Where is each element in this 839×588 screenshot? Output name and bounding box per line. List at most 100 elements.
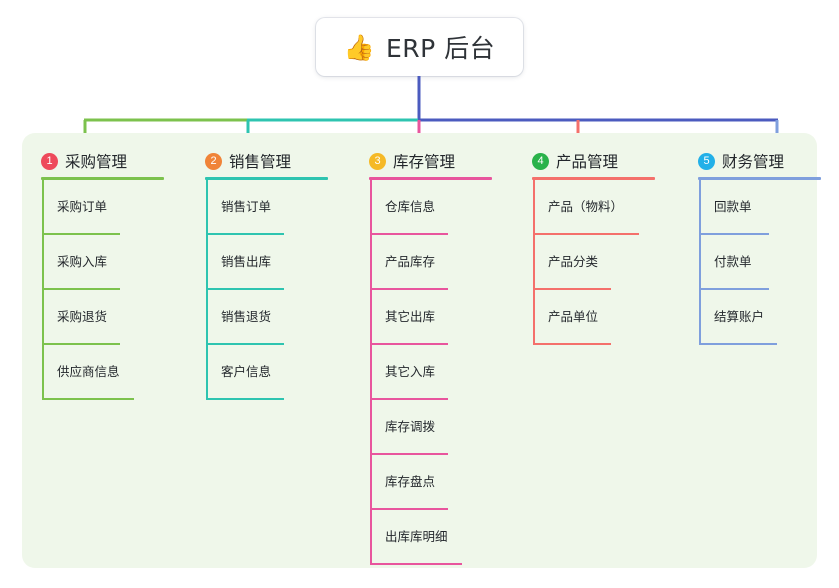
leaf-item[interactable]: 产品（物料） (513, 180, 673, 235)
leaf-item[interactable]: 产品单位 (513, 290, 673, 345)
leaf-rule (206, 343, 284, 345)
leaf-label: 出库库明细 (385, 529, 448, 544)
leaf-item[interactable]: 客户信息 (186, 345, 346, 400)
leaf-rule (699, 288, 769, 290)
leaf-label: 付款单 (714, 254, 752, 269)
leaf-item[interactable]: 库存盘点 (350, 455, 514, 510)
leaf-rule (42, 398, 134, 400)
branch-spine-4 (533, 180, 535, 345)
branch-spine-5 (699, 180, 701, 345)
column-badge-2: 2 (205, 152, 222, 170)
column-title-2: 销售管理 (229, 153, 292, 171)
column-branch-3: 仓库信息产品库存其它出库其它入库库存调拨库存盘点出库库明细 (350, 180, 514, 565)
leaf-label: 产品（物料） (548, 199, 624, 214)
leaf-label: 采购退货 (57, 309, 108, 324)
leaf-rule (699, 343, 777, 345)
column-title-3: 库存管理 (393, 153, 456, 171)
leaf-item[interactable]: 采购订单 (22, 180, 182, 235)
column-branch-2: 销售订单销售出库销售退货客户信息 (186, 180, 346, 400)
leaf-rule (370, 343, 448, 345)
column-3: 3 库存管理仓库信息产品库存其它出库其它入库库存调拨库存盘点出库库明细 (350, 145, 514, 565)
leaf-label: 采购入库 (57, 254, 108, 269)
column-4: 4 产品管理产品（物料） 产品分类产品单位 (513, 145, 673, 345)
leaf-label: 其它入库 (385, 364, 436, 379)
leaf-item[interactable]: 出库库明细 (350, 510, 514, 565)
root-node[interactable]: 👍 ERP 后台 (316, 18, 523, 76)
column-header-3[interactable]: 3 库存管理 (350, 145, 514, 177)
leaf-item[interactable]: 采购入库 (22, 235, 182, 290)
column-badge-3: 3 (369, 152, 386, 170)
column-5: 5 财务管理回款单付款单结算账户 (679, 145, 839, 345)
leaf-rule (533, 233, 639, 235)
branch-spine-1 (42, 180, 44, 400)
leaf-label: 回款单 (714, 199, 752, 214)
column-head-rule-2 (205, 177, 328, 180)
leaf-rule (370, 233, 448, 235)
leaf-item[interactable]: 回款单 (679, 180, 839, 235)
column-head-rule-1 (41, 177, 164, 180)
column-branch-4: 产品（物料） 产品分类产品单位 (513, 180, 673, 345)
column-header-1[interactable]: 1 采购管理 (22, 145, 182, 177)
leaf-item[interactable]: 库存调拨 (350, 400, 514, 455)
leaf-rule (370, 288, 448, 290)
leaf-label: 库存调拨 (385, 419, 436, 434)
leaf-rule (699, 233, 769, 235)
leaf-item[interactable]: 销售出库 (186, 235, 346, 290)
column-badge-5: 5 (698, 152, 715, 170)
leaf-rule (370, 453, 448, 455)
leaf-rule (42, 288, 120, 290)
leaf-item[interactable]: 其它入库 (350, 345, 514, 400)
leaf-rule (370, 563, 462, 565)
leaf-rule (42, 233, 120, 235)
leaf-item[interactable]: 销售退货 (186, 290, 346, 345)
column-title-4: 产品管理 (556, 153, 619, 171)
leaf-item[interactable]: 产品库存 (350, 235, 514, 290)
leaf-label: 销售退货 (221, 309, 272, 324)
column-head-rule-3 (369, 177, 492, 180)
leaf-label: 产品单位 (548, 309, 599, 324)
leaf-rule (533, 288, 611, 290)
leaf-item[interactable]: 供应商信息 (22, 345, 182, 400)
leaf-label: 库存盘点 (385, 474, 436, 489)
column-branch-1: 采购订单采购入库采购退货供应商信息 (22, 180, 182, 400)
leaf-item[interactable]: 产品分类 (513, 235, 673, 290)
leaf-item[interactable]: 结算账户 (679, 290, 839, 345)
column-title-1: 采购管理 (65, 153, 128, 171)
leaf-label: 客户信息 (221, 364, 272, 379)
column-title-5: 财务管理 (722, 153, 785, 171)
branch-spine-3 (370, 180, 372, 565)
root-title: ERP 后台 (385, 34, 496, 63)
leaf-rule (370, 508, 448, 510)
leaf-label: 采购订单 (57, 199, 108, 214)
column-1: 1 采购管理采购订单采购入库采购退货供应商信息 (22, 145, 182, 400)
column-header-5[interactable]: 5 财务管理 (679, 145, 839, 177)
column-2: 2 销售管理销售订单销售出库销售退货客户信息 (186, 145, 346, 400)
leaf-rule (533, 343, 611, 345)
leaf-rule (206, 233, 284, 235)
leaf-item[interactable]: 其它出库 (350, 290, 514, 345)
leaf-label: 供应商信息 (57, 364, 120, 379)
column-branch-5: 回款单付款单结算账户 (679, 180, 839, 345)
leaf-rule (42, 343, 120, 345)
column-header-4[interactable]: 4 产品管理 (513, 145, 673, 177)
leaf-label: 仓库信息 (385, 199, 436, 214)
leaf-rule (206, 288, 284, 290)
diagram-panel (22, 133, 817, 568)
column-head-rule-4 (532, 177, 655, 180)
leaf-label: 销售订单 (221, 199, 272, 214)
column-badge-1: 1 (41, 152, 58, 170)
leaf-label: 销售出库 (221, 254, 272, 269)
column-header-2[interactable]: 2 销售管理 (186, 145, 346, 177)
leaf-item[interactable]: 销售订单 (186, 180, 346, 235)
thumbs-up-icon: 👍 (343, 32, 375, 62)
leaf-item[interactable]: 付款单 (679, 235, 839, 290)
leaf-label: 产品分类 (548, 254, 599, 269)
leaf-item[interactable]: 采购退货 (22, 290, 182, 345)
leaf-rule (206, 398, 284, 400)
leaf-label: 结算账户 (714, 309, 765, 324)
leaf-label: 产品库存 (385, 254, 436, 269)
leaf-label: 其它出库 (385, 309, 436, 324)
branch-spine-2 (206, 180, 208, 400)
leaf-item[interactable]: 仓库信息 (350, 180, 514, 235)
column-badge-4: 4 (532, 152, 549, 170)
